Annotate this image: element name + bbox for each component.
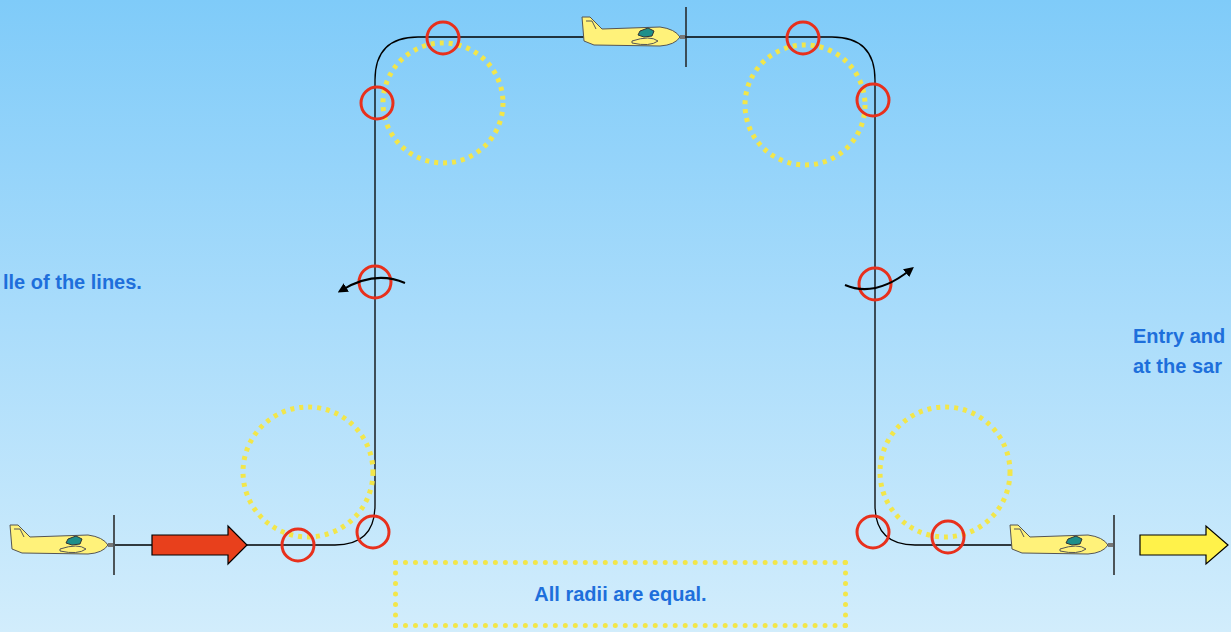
flight-path (115, 37, 1020, 545)
note-text: lle of the lines. (3, 270, 142, 294)
note-text: at the sar (1133, 354, 1222, 378)
note-text: All radii are equal. (534, 583, 706, 606)
roll-arrow (342, 278, 405, 290)
entry-arrow (152, 526, 247, 564)
airplane (1010, 515, 1114, 575)
note-text: Entry and (1133, 324, 1225, 348)
check-point (857, 516, 889, 548)
check-point (787, 22, 819, 54)
check-point (427, 22, 459, 54)
check-point (359, 266, 391, 298)
note-box: All radii are equal. (393, 560, 848, 628)
check-point (361, 87, 393, 119)
radius-circle (383, 43, 503, 163)
roll-arrow (845, 270, 910, 289)
check-point (282, 529, 314, 561)
airplane (582, 7, 686, 67)
check-point (357, 516, 389, 548)
radius-circle (880, 407, 1010, 537)
check-point (857, 84, 889, 116)
radius-circle (745, 45, 865, 165)
exit-arrow (1140, 526, 1228, 564)
radius-circle (243, 407, 373, 537)
check-point (932, 521, 964, 553)
airplane (10, 515, 114, 575)
